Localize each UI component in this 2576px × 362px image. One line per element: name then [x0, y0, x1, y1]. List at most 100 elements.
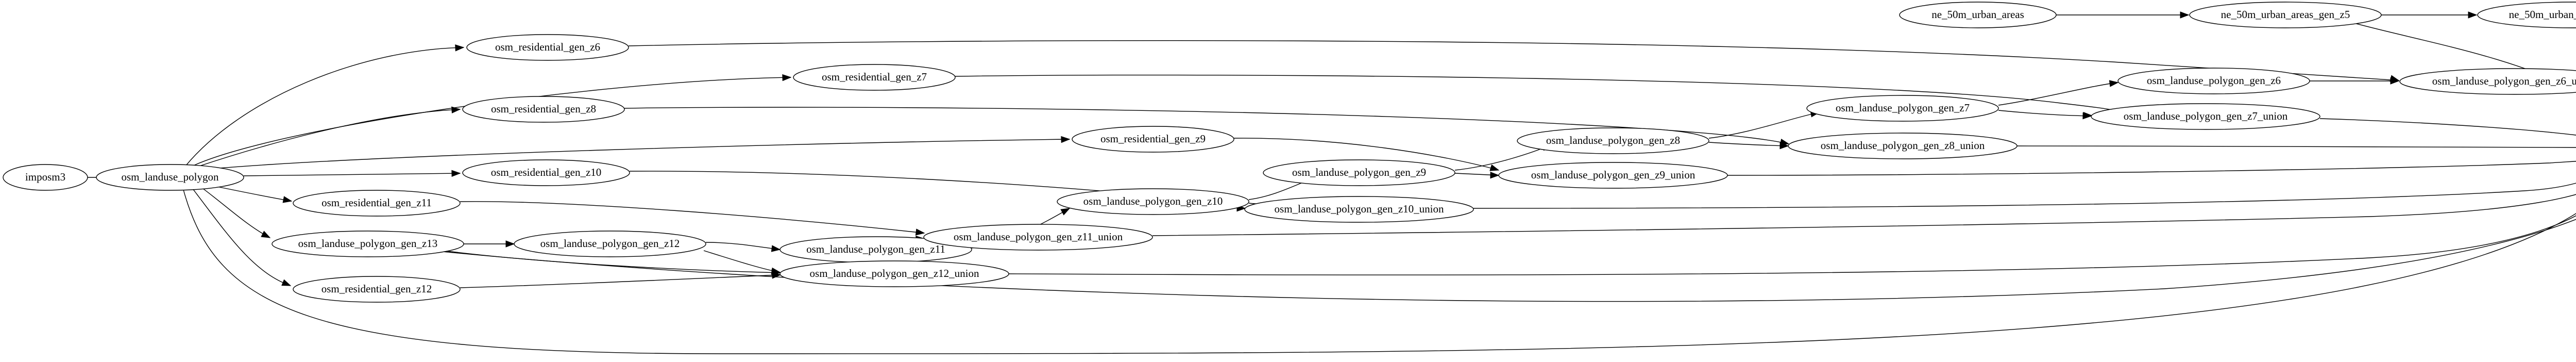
node-ellipse-osm_landuse_polygon_gen_z12 [514, 231, 706, 257]
node-osm_landuse_polygon_gen_z11[interactable]: osm_landuse_polygon_gen_z11 [779, 236, 972, 263]
node-label-osm_landuse_polygon_gen_z11_union: osm_landuse_polygon_gen_z11_union [954, 231, 1123, 243]
node-ellipse-osm_landuse_polygon_gen_z12_union [779, 260, 1009, 287]
node-osm_landuse_polygon_gen_z7[interactable]: osm_landuse_polygon_gen_z7 [1806, 95, 1999, 122]
node-ellipse-osm_landuse_polygon_gen_z6 [2117, 68, 2310, 94]
node-ellipse-imposm3 [3, 164, 88, 191]
node-osm_residential_gen_z7[interactable]: osm_residential_gen_z7 [793, 64, 956, 91]
edge-z7-to-z7union [1998, 110, 2092, 120]
node-ellipse-osm_landuse_polygon_gen_z11_union [923, 224, 1153, 251]
node-osm_landuse_polygon_gen_z13[interactable]: osm_landuse_polygon_gen_z13 [272, 231, 464, 257]
node-label-osm_landuse_polygon_gen_z8_union: osm_landuse_polygon_gen_z8_union [1821, 139, 1985, 152]
arrow-head-icon [2180, 11, 2190, 19]
node-label-ne_50m_urban_areas_gen_z4: ne_50m_urban_areas_gen_z4 [2509, 8, 2576, 21]
node-osm_landuse_polygon_gen_z8_union[interactable]: osm_landuse_polygon_gen_z8_union [1788, 133, 2018, 159]
arrow-head-icon [451, 106, 461, 113]
node-label-osm_landuse_polygon_gen_z12: osm_landuse_polygon_gen_z12 [540, 237, 680, 250]
node-osm_residential_gen_z9[interactable]: osm_residential_gen_z9 [1072, 126, 1234, 153]
arrow-head-icon [1489, 164, 1500, 171]
node-label-osm_residential_gen_z10: osm_residential_gen_z10 [491, 166, 602, 178]
node-osm_landuse_polygon_gen_z10[interactable]: osm_landuse_polygon_gen_z10 [1057, 188, 1249, 215]
edge-z12-to-z12union [703, 250, 781, 275]
edge-to-residential-z7 [189, 74, 792, 168]
edge-to-residential-z12 [192, 188, 292, 286]
edge-to-residential-z10 [243, 170, 461, 177]
arrow-head-icon [1490, 171, 1500, 179]
edge-to-residential-z9 [195, 136, 1071, 171]
edge-ne-z5-to-layer-z5 [2354, 23, 2576, 91]
edges-layer [88, 11, 2576, 354]
node-osm_landuse_polygon[interactable]: osm_landuse_polygon [96, 164, 244, 191]
node-ellipse-osm_landuse_polygon_gen_z9 [1263, 159, 1455, 186]
arrow-head-icon [455, 44, 465, 52]
arrow-head-icon [1780, 142, 1789, 150]
edge-to-residential-z8 [191, 106, 461, 169]
node-osm_landuse_polygon_gen_z9_union[interactable]: osm_landuse_polygon_gen_z9_union [1498, 162, 1728, 189]
node-ellipse-osm_landuse_polygon [96, 164, 244, 191]
node-ellipse-osm_landuse_polygon_gen_z10_union [1244, 196, 1474, 223]
node-ellipse-osm_residential_gen_z10 [462, 159, 630, 186]
node-ellipse-ne_50m_urban_areas [1899, 2, 2057, 28]
arrow-head-icon [782, 74, 792, 81]
arrow-head-icon [771, 267, 781, 275]
edge-z9union-to-layer-z9 [1727, 160, 2576, 176]
arrow-head-icon [505, 240, 515, 248]
node-osm_landuse_polygon_gen_z6[interactable]: osm_landuse_polygon_gen_z6 [2117, 68, 2310, 94]
node-label-osm_landuse_polygon_gen_z13: osm_landuse_polygon_gen_z13 [298, 237, 438, 250]
arrow-head-icon [281, 279, 292, 286]
edge-z7union-to-layer-z7 [2319, 118, 2576, 136]
edge-z12-to-z11 [705, 242, 781, 252]
edge-res-z11-to-union-z11 [460, 201, 925, 236]
node-ne_50m_urban_areas[interactable]: ne_50m_urban_areas [1899, 2, 2057, 28]
edge-z8-to-z7 [1708, 110, 1820, 139]
nodes-layer: imposm3 osm_landuse_polygon osm_residentia… [3, 2, 2576, 303]
arrow-head-icon [1060, 208, 1071, 216]
node-osm_residential_gen_z8[interactable]: osm_residential_gen_z8 [462, 96, 625, 123]
node-label-osm_landuse_polygon_gen_z10_union: osm_landuse_polygon_gen_z10_union [1275, 203, 1444, 215]
edge-to-residential-z11 [212, 185, 293, 203]
arrow-head-icon [915, 228, 925, 236]
node-label-osm_landuse_polygon_gen_z9: osm_landuse_polygon_gen_z9 [1292, 166, 1426, 178]
edge-z13-to-z12 [464, 240, 515, 248]
arrow-head-icon [451, 170, 461, 177]
node-ellipse-osm_residential_gen_z8 [462, 96, 625, 123]
node-osm_residential_gen_z11[interactable]: osm_residential_gen_z11 [293, 190, 461, 217]
node-osm_landuse_polygon_gen_z7_union[interactable]: osm_landuse_polygon_gen_z7_union [2091, 103, 2320, 130]
edge-to-landuse-z13 [202, 188, 271, 238]
node-ellipse-osm_residential_gen_z12 [293, 276, 461, 303]
edge-to-residential-z6 [185, 44, 465, 167]
node-ellipse-osm_landuse_polygon_gen_z7_union [2091, 103, 2320, 130]
node-osm_landuse_polygon_gen_z12[interactable]: osm_landuse_polygon_gen_z12 [514, 231, 706, 257]
node-osm_residential_gen_z6[interactable]: osm_residential_gen_z6 [466, 34, 629, 61]
node-osm_landuse_polygon_gen_z9[interactable]: osm_landuse_polygon_gen_z9 [1263, 159, 1455, 186]
arrow-head-icon [282, 196, 293, 203]
node-ellipse-ne_50m_urban_areas_gen_z4 [2477, 2, 2576, 28]
edge-ne-urban-to-z5 [2056, 11, 2190, 19]
node-osm_residential_gen_z12[interactable]: osm_residential_gen_z12 [293, 276, 461, 303]
node-ellipse-osm_landuse_polygon_gen_z9_union [1498, 162, 1728, 189]
edge-z7-to-z6 [1998, 80, 2119, 106]
node-osm_residential_gen_z10[interactable]: osm_residential_gen_z10 [462, 159, 630, 186]
arrow-head-icon [2468, 11, 2478, 19]
node-osm_landuse_polygon_gen_z11_union[interactable]: osm_landuse_polygon_gen_z11_union [923, 224, 1153, 251]
node-ne_50m_urban_areas_gen_z5[interactable]: ne_50m_urban_areas_gen_z5 [2189, 2, 2382, 28]
node-imposm3[interactable]: imposm3 [3, 164, 88, 191]
node-label-osm_residential_gen_z6: osm_residential_gen_z6 [495, 41, 600, 53]
node-osm_landuse_polygon_gen_z10_union[interactable]: osm_landuse_polygon_gen_z10_union [1244, 196, 1474, 223]
node-label-osm_landuse_polygon_gen_z6: osm_landuse_polygon_gen_z6 [2147, 74, 2281, 87]
node-ellipse-osm_residential_gen_z9 [1072, 126, 1234, 153]
edge-to-layer-z14 [183, 189, 2576, 354]
edge-z13-to-layer-z13 [443, 219, 2576, 302]
node-label-osm_landuse_polygon_gen_z11: osm_landuse_polygon_gen_z11 [806, 243, 945, 255]
node-label-osm_landuse_polygon: osm_landuse_polygon [122, 171, 219, 183]
edge-z9-to-z9union [1454, 171, 1500, 179]
arrow-head-icon [261, 231, 271, 238]
node-osm_landuse_polygon_gen_z6_union[interactable]: osm_landuse_polygon_gen_z6_union [2399, 68, 2576, 95]
node-ellipse-osm_residential_gen_z6 [466, 34, 629, 61]
node-osm_landuse_polygon_gen_z8[interactable]: osm_landuse_polygon_gen_z8 [1517, 127, 1709, 154]
node-label-osm_landuse_polygon_gen_z9_union: osm_landuse_polygon_gen_z9_union [1531, 169, 1696, 181]
node-ne_50m_urban_areas_gen_z4[interactable]: ne_50m_urban_areas_gen_z4 [2477, 2, 2576, 28]
node-osm_landuse_polygon_gen_z12_union[interactable]: osm_landuse_polygon_gen_z12_union [779, 260, 1009, 287]
node-label-osm_landuse_polygon_gen_z8: osm_landuse_polygon_gen_z8 [1546, 134, 1680, 146]
node-label-osm_landuse_polygon_gen_z12_union: osm_landuse_polygon_gen_z12_union [810, 267, 979, 279]
